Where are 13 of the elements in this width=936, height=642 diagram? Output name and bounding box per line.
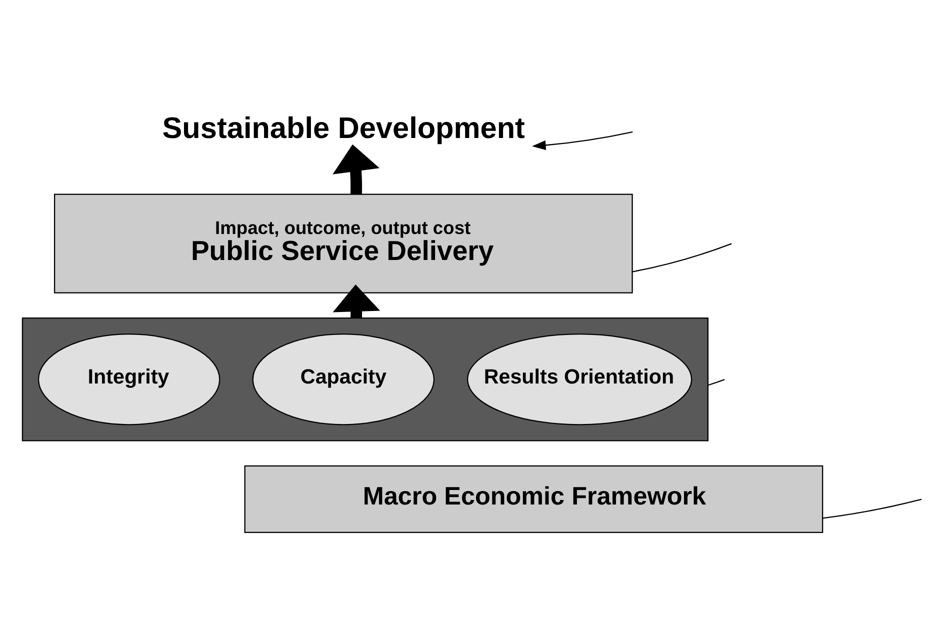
node-ellipse: Capacity [252,333,435,425]
arrow [332,284,380,318]
arrow [332,144,380,194]
node-ellipse: Results Orientation [467,333,692,425]
node-box: Impact, outcome, output cost Public Service Delivery [54,193,633,293]
cluster [22,316,709,441]
node-box: Macro Economic Framework [244,464,824,532]
node-ellipse: Integrity [38,333,220,425]
connector [708,378,725,386]
connector [822,498,922,518]
node-text: Sustainable Development [162,111,525,144]
arrow [532,130,633,150]
connector [632,242,732,272]
